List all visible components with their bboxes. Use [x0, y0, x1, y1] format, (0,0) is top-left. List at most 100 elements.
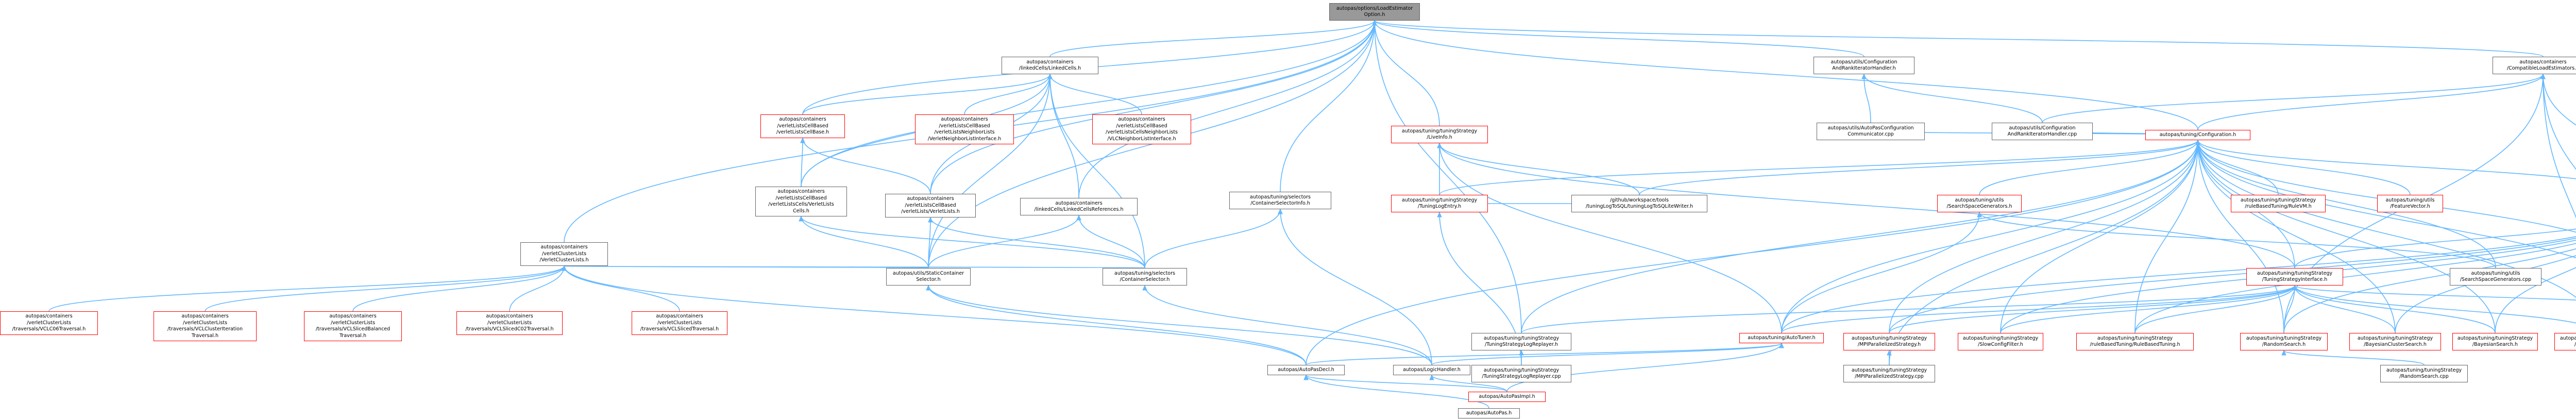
graph-node-vlcnbl2[interactable]: autopas/containers /verletListsCellBased…: [1092, 114, 1191, 144]
graph-node-mpicpp[interactable]: autopas/tuning/tuningStrategy /MPIParall…: [1843, 365, 1935, 382]
graph-node-vcl_sb[interactable]: autopas/containers /verletClusterLists /…: [304, 311, 402, 341]
edge-evidcoll-to-tsi: [2294, 228, 2576, 269]
edge-tsi-to-activeh: [2294, 285, 2576, 301]
graph-node-linked[interactable]: autopas/containers /linkedCells/LinkedCe…: [1002, 57, 1098, 74]
graph-node-autopasdecl[interactable]: autopas/AutoPasDecl.h: [1267, 365, 1345, 375]
graph-node-autotuner[interactable]: autopas/tuning/AutoTuner.h: [1739, 333, 1824, 343]
graph-node-confcpp[interactable]: autopas/utils/Configuration AndRankItera…: [1992, 123, 2093, 140]
edge-confcfg-to-commcpp: [1863, 74, 1871, 123]
graph-node-linkedref[interactable]: autopas/containers /linkedCells/LinkedCe…: [1020, 198, 1138, 215]
edge-arrowhead: [1779, 342, 1784, 348]
graph-node-configuration[interactable]: autopas/tuning/Configuration.h: [2145, 130, 2250, 140]
edge-arrowhead: [2540, 73, 2546, 79]
graph-node-logichandler[interactable]: autopas/LogicHandler.h: [1393, 365, 1470, 375]
graph-node-predictive[interactable]: autopas/tuning/tuningStrategy /Predictiv…: [2554, 333, 2576, 350]
edge-configuration-to-mpicpp: [1889, 140, 2198, 365]
edge-tsi-to-bayescl: [2294, 285, 2396, 333]
edge-configuration-to-searchgen: [1979, 140, 2198, 195]
graph-node-autopash[interactable]: autopas/AutoPas.h: [1458, 408, 1520, 418]
edge-root-to-linkedref: [1078, 20, 1375, 198]
graph-node-rulebased[interactable]: autopas/tuning/tuningStrategy /ruleBased…: [2076, 333, 2194, 350]
edge-root-to-compat: [1374, 20, 2544, 57]
graph-node-logreplaycpp[interactable]: autopas/tuning/tuningStrategy /TuningStr…: [1471, 365, 1571, 382]
edge-liveinfo-to-autotuner: [1439, 143, 1782, 333]
edge-configuration-to-predictive: [2197, 140, 2576, 298]
edge-autopasdecl-to-autopash: [1306, 375, 1489, 409]
graph-node-mpipar[interactable]: autopas/tuning/tuningStrategy /MPIParall…: [1843, 333, 1935, 350]
edge-vcllist-to-vcl_c06: [48, 265, 565, 312]
edge-arrowhead: [2281, 349, 2286, 356]
edge-arrowhead: [1887, 349, 1892, 356]
graph-node-searchgen[interactable]: autopas/tuning/utils /SearchSpaceGenerat…: [1937, 195, 2022, 212]
edge-root-to-staticsel: [928, 20, 1375, 269]
edge-contselinfo-to-logichandler: [1280, 209, 1432, 365]
edge-arrowhead: [1429, 374, 1434, 380]
graph-node-rulelang[interactable]: autopas/tuning/tuningStrategy /ruleBased…: [2231, 195, 2326, 212]
edge-evidcoll-to-rulebased: [2134, 243, 2576, 333]
edge-arrowhead: [2292, 284, 2297, 291]
graph-node-tuninglog[interactable]: autopas/tuning/tuningStrategy /TuningLog…: [1391, 195, 1488, 212]
graph-node-vcl_c02[interactable]: autopas/containers /verletClusterLists /…: [456, 311, 563, 335]
edge-autotuner-to-autopasdecl: [1306, 343, 1782, 365]
edge-root-to-configuration: [1374, 20, 2198, 130]
graph-node-verletcells[interactable]: autopas/containers /verletListsCellBased…: [755, 187, 847, 216]
graph-node-vcllist[interactable]: autopas/containers /verletClusterLists /…: [520, 242, 608, 266]
edge-tsi-to-mpipar: [1889, 285, 2295, 333]
graph-node-compat[interactable]: autopas/containers /CompatibleLoadEstima…: [2493, 57, 2576, 74]
graph-node-bayescl[interactable]: autopas/tuning/tuningStrategy /BayesianC…: [2349, 333, 2441, 350]
edge-configuration-to-searchgencpp: [2197, 140, 2496, 269]
graph-node-liveinfo[interactable]: autopas/tuning/tuningStrategy /LiveInfo.…: [1391, 126, 1488, 143]
graph-node-contselinfo[interactable]: autopas/tuning/selectors /ContainerSelec…: [1229, 192, 1331, 209]
edge-tsi-to-randsearch: [2283, 285, 2295, 333]
edge-staticsel-to-logichandler: [928, 285, 1432, 365]
graph-node-vcl_c06[interactable]: autopas/containers /verletClusterLists /…: [0, 311, 98, 335]
graph-node-contsel[interactable]: autopas/tuning/selectors /ContainerSelec…: [1103, 268, 1187, 286]
graph-node-randsearch[interactable]: autopas/tuning/tuningStrategy /RandomSea…: [2240, 333, 2328, 350]
graph-node-autopasimpl[interactable]: autopas/AutoPasImpl.h: [1468, 392, 1546, 402]
edge-arrowhead: [926, 284, 931, 291]
edge-tsi-to-logreplayer: [1521, 285, 2295, 333]
graph-node-logreplayer[interactable]: autopas/tuning/tuningStrategy /TuningStr…: [1471, 333, 1571, 350]
edge-confcfg-to-confcpp: [1863, 74, 2043, 123]
edge-configuration-to-sqlwriter: [1639, 140, 2198, 195]
edge-arrowhead: [1278, 208, 1283, 214]
edge-compat-to-predictive: [2543, 74, 2576, 219]
edge-arrowhead: [1977, 211, 1982, 217]
edge-linkedref-to-contsel: [1078, 215, 1145, 269]
edge-verletcells-to-staticsel: [801, 216, 929, 269]
graph-node-vlcbase[interactable]: autopas/containers /verletListsCellBased…: [760, 114, 845, 138]
graph-node-staticsel[interactable]: autopas/utils/StaticContainer Selector.h: [886, 268, 971, 286]
edge-contselinfo-to-contsel: [1144, 209, 1281, 269]
graph-node-verletlists[interactable]: autopas/containers /verletListsCellBased…: [885, 194, 976, 217]
edge-root-to-contselinfo: [1280, 20, 1375, 192]
graph-node-confcfg[interactable]: autopas/utils/Configuration AndRankItera…: [1814, 57, 1914, 74]
graph-node-searchgencpp[interactable]: autopas/tuning/utils /SearchSpaceGenerat…: [2450, 268, 2541, 286]
edge-logichandler-to-autopasimpl: [1431, 375, 1507, 392]
graph-node-vlcnbl[interactable]: autopas/containers /verletListsCellBased…: [915, 114, 1014, 144]
edge-root-to-liveinfo: [1374, 20, 1440, 126]
edge-linked-to-vlcbase: [802, 74, 1050, 115]
edge-arrowhead: [1437, 211, 1442, 217]
graph-node-sqlwriter[interactable]: /github/workspace/tools /tuningLogToSQL/…: [1571, 195, 1707, 212]
edge-configuration-to-autopasdecl: [1306, 140, 2198, 365]
graph-node-slowcfg[interactable]: autopas/tuning/tuningStrategy /SlowConfi…: [1958, 333, 2043, 350]
edge-tsi-to-slowcfg: [2000, 285, 2295, 333]
edge-configuration-to-mpipar: [1889, 140, 2198, 333]
graph-node-commcpp[interactable]: autopas/utils/AutoPasConfiguration Commu…: [1817, 123, 1925, 140]
graph-node-tsi[interactable]: autopas/tuning/tuningStrategy /TuningStr…: [2246, 268, 2343, 286]
edge-compat-to-configuration: [2197, 74, 2544, 130]
graph-node-featvec[interactable]: autopas/tuning/utils /FeatureVector.h: [2377, 195, 2443, 212]
edge-vcllist-to-autopasdecl: [564, 265, 1307, 365]
edge-verletcells-to-contsel: [801, 216, 1145, 269]
graph-node-bayes[interactable]: autopas/tuning/tuningStrategy /BayesianS…: [2452, 333, 2538, 350]
edge-configuration-to-evidcoll: [2197, 140, 2576, 179]
graph-node-randcpp[interactable]: autopas/tuning/tuningStrategy /RandomSea…: [2380, 365, 2468, 382]
graph-node-vcl_iter[interactable]: autopas/containers /verletClusterLists /…: [154, 311, 257, 341]
edge-arrowhead: [1303, 374, 1309, 380]
graph-node-vcl_sl[interactable]: autopas/containers /verletClusterLists /…: [632, 311, 727, 335]
edge-arrowhead: [1047, 73, 1053, 79]
edge-linked-to-contsel: [1049, 74, 1145, 269]
edge-vcllist-to-vcl_c02: [509, 265, 565, 312]
graph-node-root[interactable]: autopas/options/LoadEstimator Option.h: [1329, 3, 1420, 21]
